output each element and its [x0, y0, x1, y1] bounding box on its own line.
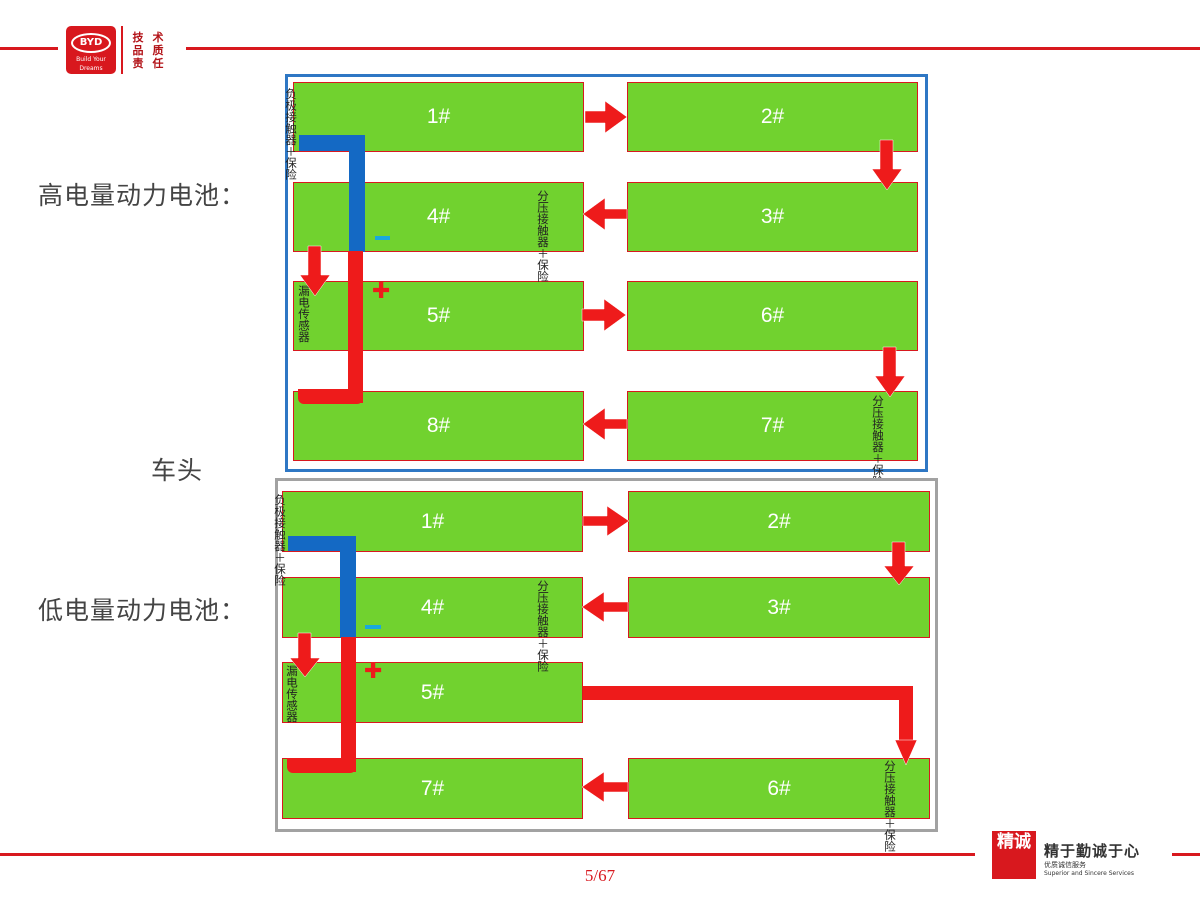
header-line-left [0, 47, 58, 50]
footer-motto: 精于勤诚于心 [1044, 842, 1141, 860]
low-positive-busbar-v [341, 637, 356, 772]
jingcheng-seal: 精诚 [992, 831, 1036, 879]
low-divider-contactor-label-1: 分压接触器＋保险 [536, 580, 550, 672]
footer-motto-en: Superior and Sincere Services [1044, 870, 1134, 877]
high-positive-busbar-v [348, 251, 363, 403]
low-divider-contactor-label-2: 分压接触器＋保险 [883, 760, 897, 852]
low-battery-label: 低电量动力电池： [38, 596, 247, 625]
low-cell-5: 5# [282, 662, 583, 723]
low-cell-3: 3# [628, 577, 930, 638]
header-line-right [186, 47, 1200, 50]
low-cell-2: 2# [628, 491, 930, 552]
high-negative-busbar-v [349, 135, 365, 252]
quality-seal: 技术 品质 责任 [121, 26, 173, 74]
high-positive-busbar-h [298, 389, 363, 404]
high-negative-busbar-h [299, 135, 365, 151]
footer-motto-sub: 优质诚信服务 [1044, 861, 1086, 869]
high-cell-5: 5# [293, 281, 584, 351]
footer-line-left [0, 853, 975, 856]
high-neg-contactor-label: 负极接触器＋保险 [284, 88, 298, 180]
low-plus-sign: ✚ [364, 659, 383, 684]
low-cell-6: 6# [628, 758, 930, 819]
page-number: 5/67 [584, 866, 616, 885]
low-positive-busbar-h [287, 758, 356, 773]
high-cell-7: 7# [627, 391, 918, 461]
high-battery-label: 高电量动力电池： [38, 181, 247, 210]
high-cell-6: 6# [627, 281, 918, 351]
high-minus-sign [375, 236, 390, 240]
low-connector-5-to-6-v [899, 686, 913, 742]
low-negative-busbar-h [288, 536, 356, 551]
low-negative-busbar-v [340, 536, 356, 638]
footer-line-right [1172, 853, 1200, 856]
low-cell-4: 4# [282, 577, 583, 638]
high-plus-sign: ✚ [372, 279, 391, 304]
low-connector-5-to-6-h [583, 686, 913, 700]
high-current-sensor-label: 漏电传感器 [297, 285, 311, 343]
high-divider-contactor-label-1: 分压接触器＋保险 [536, 190, 550, 282]
high-divider-contactor-label-2: 分压接触器＋保险 [871, 395, 885, 487]
high-cell-3: 3# [627, 182, 918, 252]
byd-logo: BYD Build Your Dreams [66, 26, 116, 74]
low-minus-sign [365, 625, 381, 629]
high-cell-2: 2# [627, 82, 918, 152]
low-neg-contactor-label: 负极接触器＋保险 [273, 494, 287, 586]
low-current-sensor-label: 漏电传感器 [285, 665, 299, 723]
car-head-label: 车头 [151, 456, 204, 485]
